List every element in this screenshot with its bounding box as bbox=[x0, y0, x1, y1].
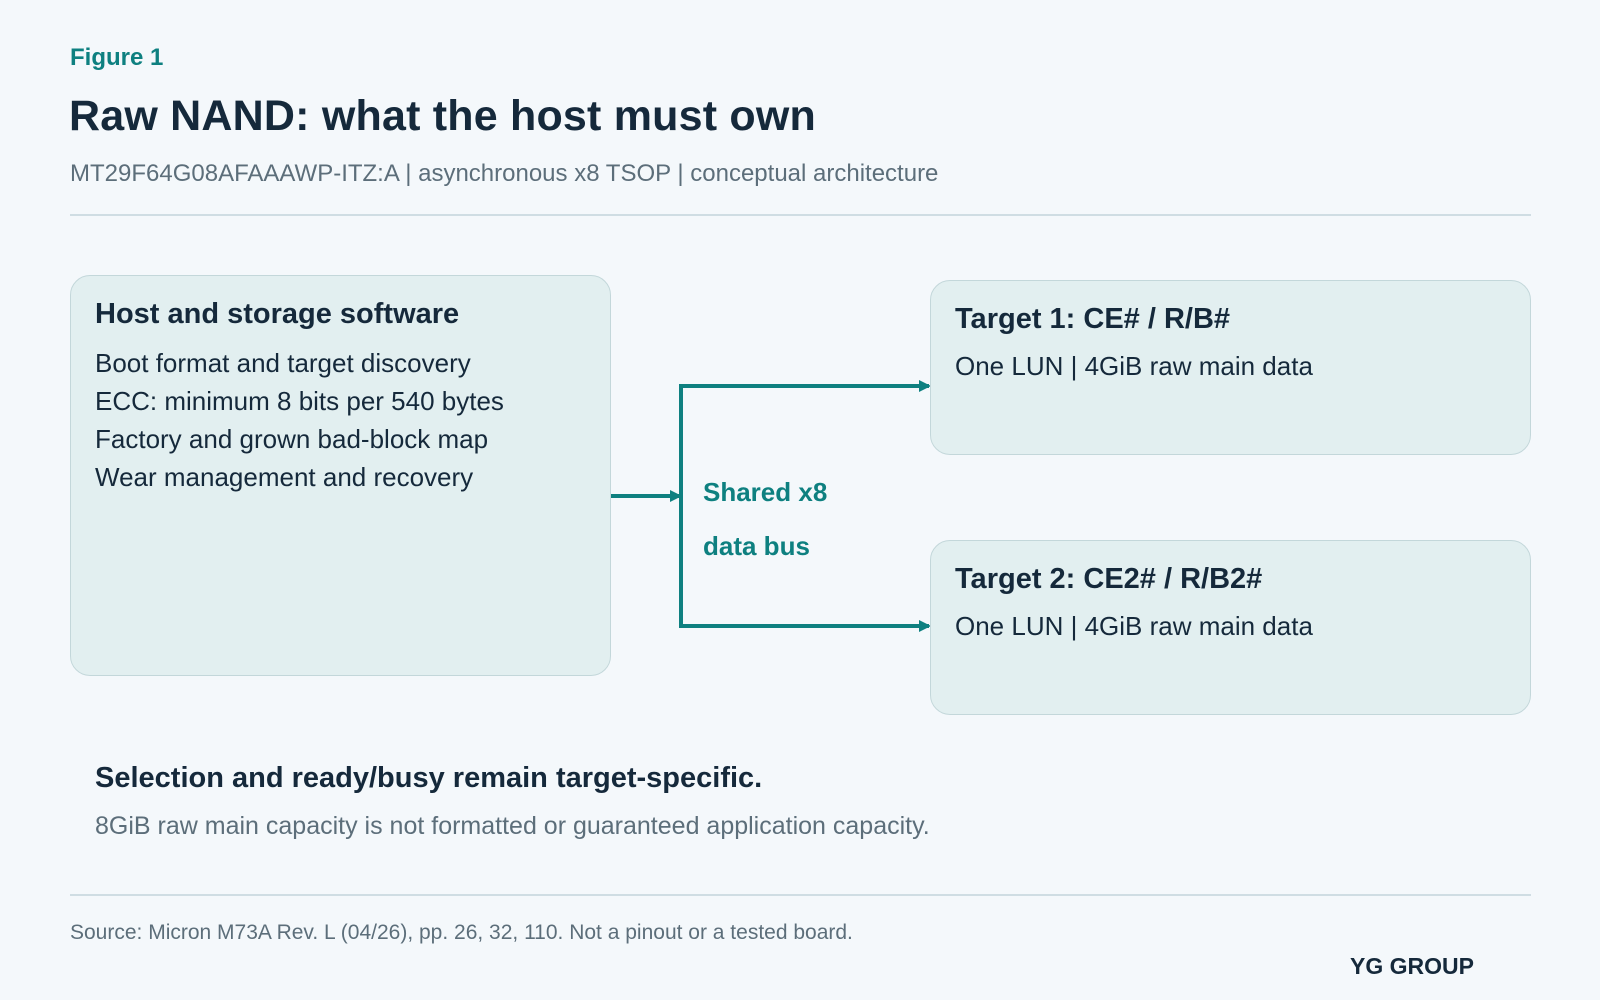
target-1-detail: One LUN | 4GiB raw main data bbox=[955, 351, 1313, 381]
host-responsibility-list: Boot format and target discovery ECC: mi… bbox=[95, 344, 504, 496]
note-headline: Selection and ready/busy remain target-s… bbox=[95, 762, 763, 794]
source-citation: Source: Micron M73A Rev. L (04/26), pp. … bbox=[70, 921, 853, 944]
target-2-detail: One LUN | 4GiB raw main data bbox=[955, 611, 1313, 641]
shared-bus-label: Shared x8 data bus bbox=[703, 465, 827, 573]
host-software-box: Host and storage software Boot format an… bbox=[70, 275, 611, 676]
page-title: Raw NAND: what the host must own bbox=[69, 92, 816, 140]
host-box-title: Host and storage software bbox=[95, 298, 460, 330]
brand-logo: YG GROUP bbox=[1350, 953, 1474, 979]
bus-label-line2: data bus bbox=[703, 531, 810, 561]
bus-label-line1: Shared x8 bbox=[703, 477, 828, 507]
list-item: Wear management and recovery bbox=[95, 462, 474, 492]
target-1-title: Target 1: CE# / R/B# bbox=[955, 303, 1231, 335]
target-1-box: Target 1: CE# / R/B# One LUN | 4GiB raw … bbox=[930, 280, 1531, 455]
list-item: Boot format and target discovery bbox=[95, 348, 471, 378]
page-subtitle: MT29F64G08AFAAAWP-ITZ:A | asynchronous x… bbox=[70, 160, 939, 187]
target-2-box: Target 2: CE2# / R/B2# One LUN | 4GiB ra… bbox=[930, 540, 1531, 715]
header-divider bbox=[70, 214, 1531, 216]
list-item: Factory and grown bad-block map bbox=[95, 424, 489, 454]
note-detail: 8GiB raw main capacity is not formatted … bbox=[95, 812, 930, 840]
list-item: ECC: minimum 8 bits per 540 bytes bbox=[95, 386, 504, 416]
target-2-title: Target 2: CE2# / R/B2# bbox=[955, 563, 1263, 595]
footer-divider bbox=[70, 894, 1531, 896]
figure-label: Figure 1 bbox=[70, 44, 164, 71]
